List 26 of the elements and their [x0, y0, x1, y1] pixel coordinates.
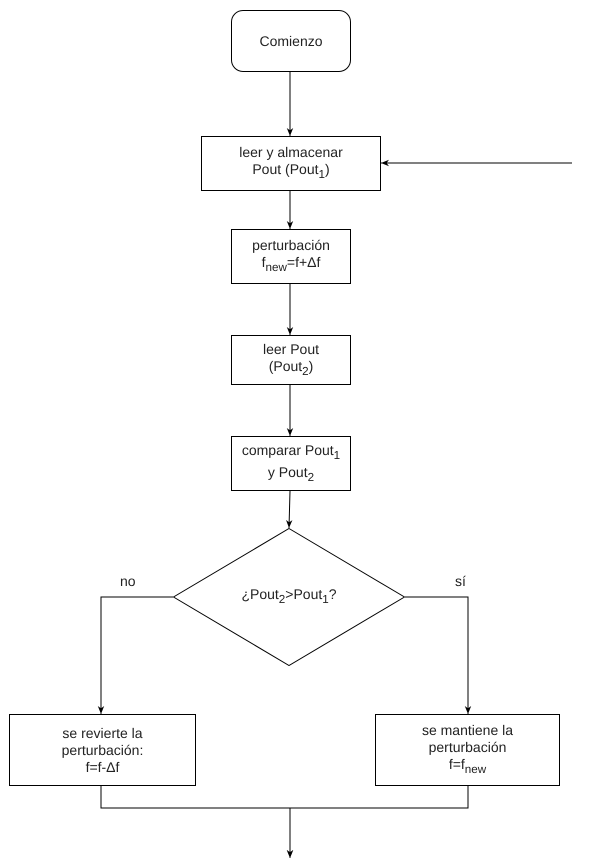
- process-box: [201, 136, 381, 191]
- box-text: se revierte la perturbación: f=f-Δf: [60, 724, 144, 776]
- arrow: [286, 490, 292, 528]
- process-box: [231, 436, 351, 491]
- arrow: [286, 284, 294, 336]
- process-box: [231, 335, 351, 385]
- process-box: [375, 714, 560, 786]
- arrow: [380, 160, 572, 166]
- box-text: leer Pout (Pout$_{2}$): [262, 340, 320, 380]
- box-text: comparar Pout$_{1}$ y Pout$_{2}$: [241, 442, 341, 486]
- arrow: [286, 72, 294, 136]
- box-text: ¿Pout$_{2}$>Pout$_{1}$?: [241, 586, 337, 608]
- arrow: [286, 190, 294, 230]
- start-box: [231, 10, 351, 72]
- edge-label: sí: [453, 573, 468, 589]
- decision-diamond: [173, 528, 405, 666]
- arrow: [286, 384, 294, 436]
- process-box: [231, 229, 351, 284]
- box-text: leer y almacenar Pout (Pout$_{1}$): [238, 144, 344, 183]
- process-box: [9, 714, 196, 786]
- arrow: [286, 786, 468, 858]
- arrow: [404, 596, 472, 714]
- box-text: perturbación f$_{new}$=f+Δf: [251, 237, 331, 276]
- box-text: se mantiene la perturbación f=f$_{new}$: [420, 722, 514, 778]
- box-text: Comienzo: [259, 32, 323, 50]
- arrow: [98, 596, 174, 714]
